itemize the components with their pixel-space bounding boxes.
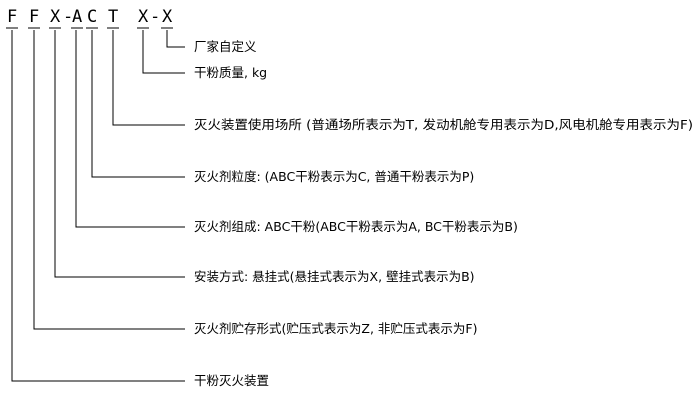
code-char-dash1: - xyxy=(63,7,73,27)
label-storage-form: 灭火剂贮存形式(贮压式表示为Z, 非贮压式表示为F) xyxy=(194,321,477,336)
label-product-type: 干粉灭火装置 xyxy=(194,373,269,388)
label-powder-mass: 干粉质量, kg xyxy=(194,65,267,80)
leader-product-type xyxy=(11,30,185,382)
leader-usage-site xyxy=(112,30,185,126)
code-char-dash2: - xyxy=(150,7,160,27)
label-manufacturer: 厂家自定义 xyxy=(194,39,257,54)
code-char-c: C xyxy=(87,7,97,27)
label-usage-site: 灭火装置使用场所 (普通场所表示为T, 发动机舱专用表示为D,风电机舱专用表示为… xyxy=(194,117,693,132)
leader-manufacturer xyxy=(166,30,185,48)
model-code: F F X - A C T X - X xyxy=(7,7,173,27)
label-installation: 安装方式: 悬挂式(悬挂式表示为X, 壁挂式表示为B) xyxy=(194,269,475,284)
leader-composition xyxy=(75,30,185,228)
leader-lines xyxy=(11,30,185,382)
code-char-a: A xyxy=(72,7,82,27)
leader-particle-size xyxy=(91,30,185,178)
code-char-x1: X xyxy=(50,7,61,27)
code-char-f2: F xyxy=(29,7,39,27)
code-char-x2: X xyxy=(138,7,149,27)
labels: 厂家自定义 干粉质量, kg 灭火装置使用场所 (普通场所表示为T, 发动机舱专… xyxy=(194,39,693,388)
code-char-f1: F xyxy=(7,7,17,27)
label-particle-size: 灭火剂粒度: (ABC干粉表示为C, 普通干粉表示为P) xyxy=(194,169,474,184)
code-char-x3: X xyxy=(162,7,173,27)
leader-storage-form xyxy=(33,30,185,330)
code-char-t: T xyxy=(108,7,118,27)
leader-installation xyxy=(54,30,185,278)
label-composition: 灭火剂组成: ABC干粉(ABC干粉表示为A, BC干粉表示为B) xyxy=(194,219,518,234)
leader-powder-mass xyxy=(142,30,185,74)
